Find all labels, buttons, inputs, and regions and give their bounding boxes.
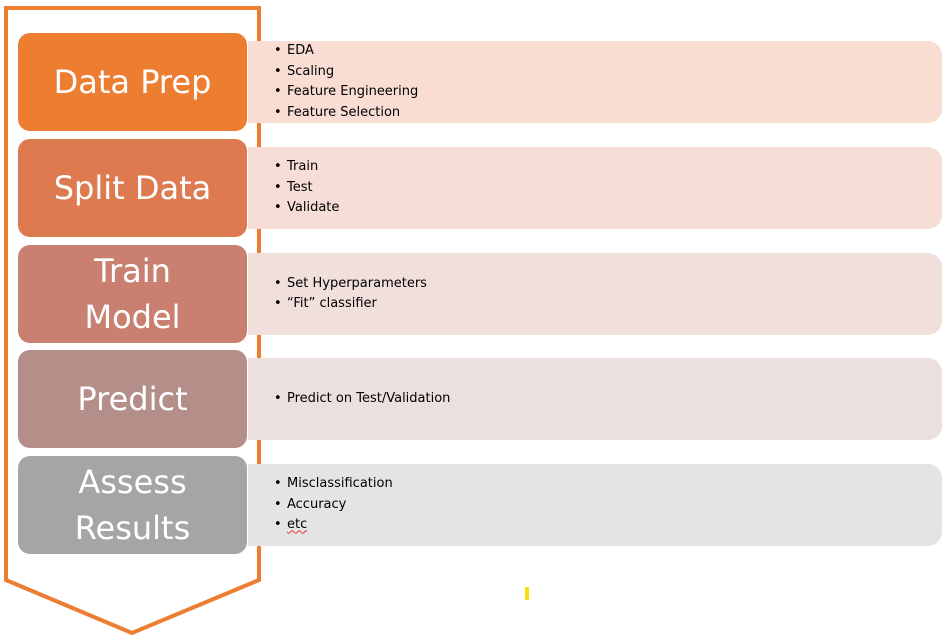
bullet-item: EDA xyxy=(272,41,942,62)
bullet-item: Validate xyxy=(272,198,942,219)
detail-train-model: Set Hyperparameters “Fit” classifier xyxy=(248,253,942,335)
bullet-item: “Fit” classifier xyxy=(272,294,942,315)
detail-predict: Predict on Test/Validation xyxy=(248,358,942,440)
detail-data-prep: EDA Scaling Feature Engineering Feature … xyxy=(248,41,942,123)
text-cursor-highlight xyxy=(525,587,529,600)
step-split-data: Split Data xyxy=(18,139,247,237)
detail-assess-results: Misclassification Accuracy etc xyxy=(248,464,942,546)
step-predict: Predict xyxy=(18,350,247,448)
bullet-item: Train xyxy=(272,157,942,178)
step-train-model: Train Model xyxy=(18,245,247,343)
bullet-item: Misclassification xyxy=(272,474,942,495)
step-assess-results: Assess Results xyxy=(18,456,247,554)
step-data-prep: Data Prep xyxy=(18,33,247,131)
bullet-item: Test xyxy=(272,178,942,199)
bullet-list: Predict on Test/Validation xyxy=(272,389,942,410)
bullet-list: Misclassification Accuracy etc xyxy=(272,474,942,536)
bullet-item: Set Hyperparameters xyxy=(272,274,942,295)
spellcheck-underlined-text: etc xyxy=(287,517,308,533)
bullet-list: Set Hyperparameters “Fit” classifier xyxy=(272,274,942,315)
bullet-list: Train Test Validate xyxy=(272,157,942,219)
bullet-item: Accuracy xyxy=(272,495,942,516)
bullet-item: Feature Engineering xyxy=(272,82,942,103)
bullet-item: Feature Selection xyxy=(272,103,942,124)
bullet-item: Scaling xyxy=(272,62,942,83)
detail-split-data: Train Test Validate xyxy=(248,147,942,229)
bullet-list: EDA Scaling Feature Engineering Feature … xyxy=(272,41,942,123)
bullet-item: etc xyxy=(272,515,942,536)
bullet-item: Predict on Test/Validation xyxy=(272,389,942,410)
